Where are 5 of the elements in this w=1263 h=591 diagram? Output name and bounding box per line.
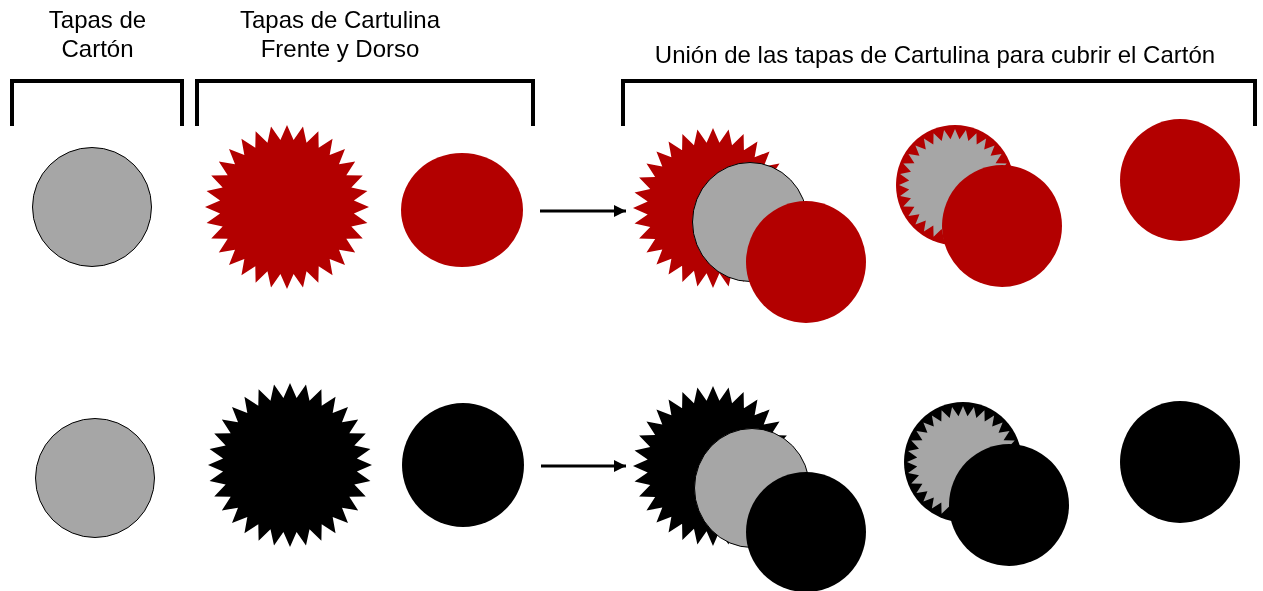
heading: Tapas de Cartón xyxy=(47,5,148,63)
arrow xyxy=(541,460,626,472)
arrow xyxy=(540,205,626,217)
heading: Tapas de Cartulina Frente y Dorso xyxy=(238,5,442,63)
heading: Unión de las tapas de Cartulina para cubrir el Cartón xyxy=(653,40,1217,69)
